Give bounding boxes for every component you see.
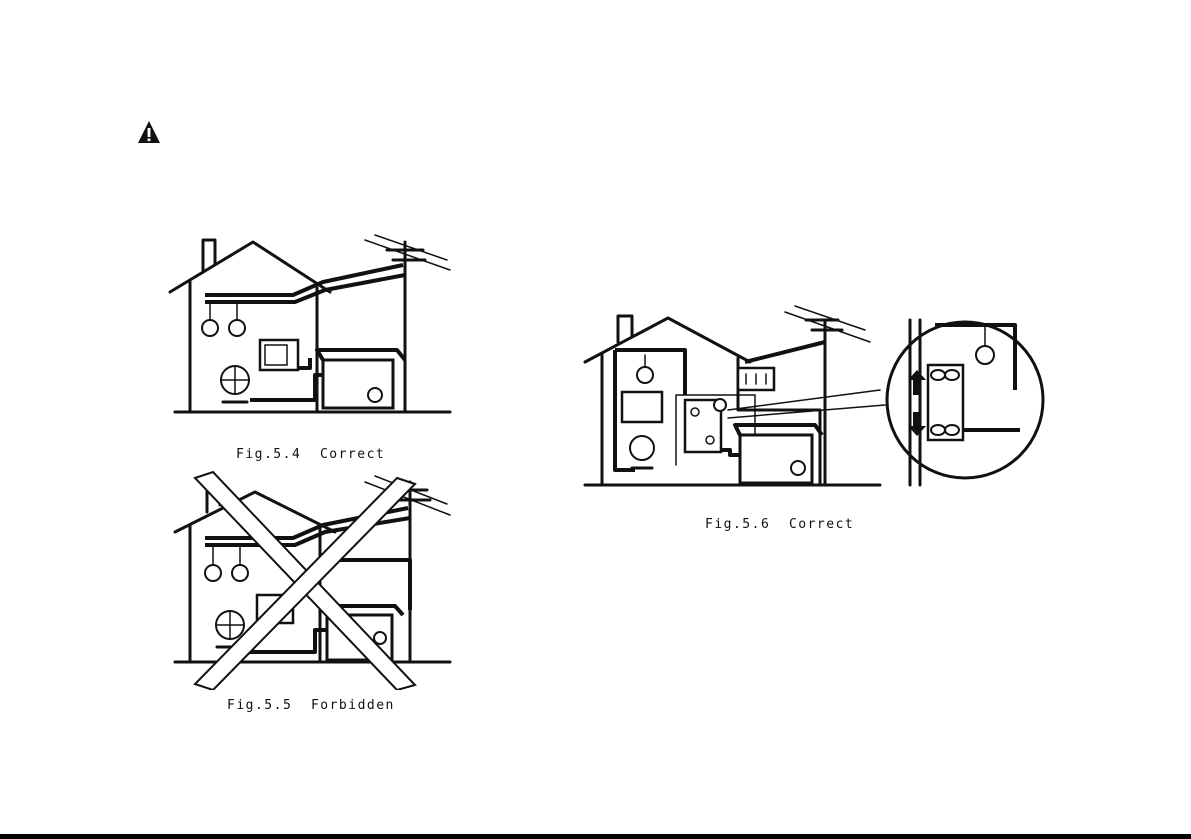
warning-triangle-icon	[137, 120, 161, 144]
figure-5-4-caption: Fig.5.4 Correct	[236, 447, 385, 462]
figure-5-5-illustration	[165, 470, 455, 690]
bottom-rule	[0, 834, 1191, 839]
figure-5-6-illustration	[580, 300, 1060, 505]
figure-5-5-caption: Fig.5.5 Forbidden	[227, 698, 395, 713]
figure-5-4-illustration	[165, 230, 455, 420]
figure-5-6-caption: Fig.5.6 Correct	[705, 517, 854, 532]
